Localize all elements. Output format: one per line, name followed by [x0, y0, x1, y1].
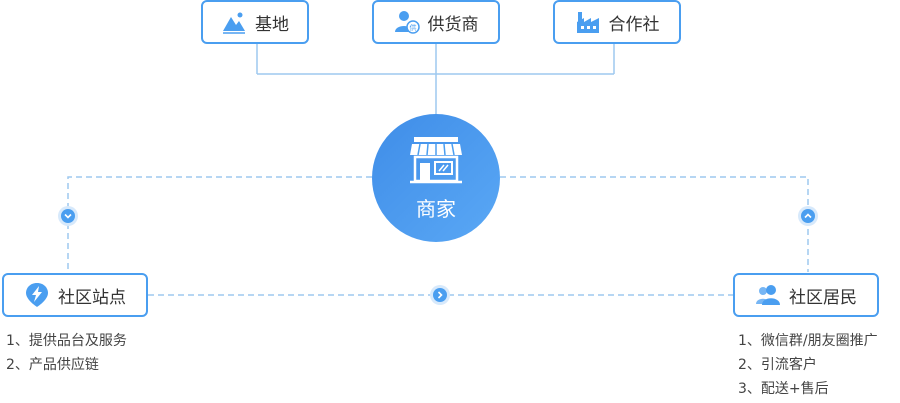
hub-merchant: 商家 — [372, 114, 500, 242]
chevron-up-icon — [804, 213, 812, 219]
node-residents: 社区居民 — [733, 273, 879, 317]
arrow-down-knob — [61, 209, 75, 223]
hub-label: 商家 — [416, 196, 456, 221]
svg-text:供: 供 — [409, 23, 416, 32]
node-residents-label: 社区居民 — [789, 287, 857, 308]
node-community-station-label: 社区站点 — [58, 287, 126, 308]
list-item: 2、引流客户 — [738, 357, 817, 373]
supplier-user-icon: 供 — [394, 11, 420, 34]
chevron-down-icon — [64, 213, 72, 219]
node-supplier: 供 供货商 — [372, 0, 500, 44]
arrow-right-knob — [433, 288, 447, 302]
storefront-icon — [410, 136, 462, 183]
residents-services-list: 1、微信群/朋友圈推广 2、引流客户 3、配送+售后 — [738, 329, 878, 401]
list-item: 3、配送+售后 — [738, 381, 829, 397]
node-coop-label: 合作社 — [608, 14, 660, 35]
residents-icon — [756, 285, 780, 305]
list-item: 1、提供品台及服务 — [6, 333, 127, 349]
node-coop: 合作社 — [553, 0, 681, 44]
node-community-station: 社区站点 — [2, 273, 148, 317]
factory-icon — [576, 12, 599, 33]
dashed-residents-to-hub — [500, 176, 809, 272]
node-base: 基地 — [201, 0, 309, 44]
node-base-label: 基地 — [255, 14, 289, 35]
lightning-pin-icon — [26, 283, 48, 307]
mountain-icon — [223, 12, 245, 34]
chevron-right-icon — [437, 291, 443, 299]
list-item: 1、微信群/朋友圈推广 — [738, 333, 878, 349]
station-services-list: 1、提供品台及服务 2、产品供应链 — [6, 329, 127, 377]
list-item: 2、产品供应链 — [6, 357, 99, 373]
node-supplier-label: 供货商 — [427, 14, 479, 35]
dashed-hub-to-station — [67, 176, 372, 272]
arrow-up-knob — [801, 209, 815, 223]
